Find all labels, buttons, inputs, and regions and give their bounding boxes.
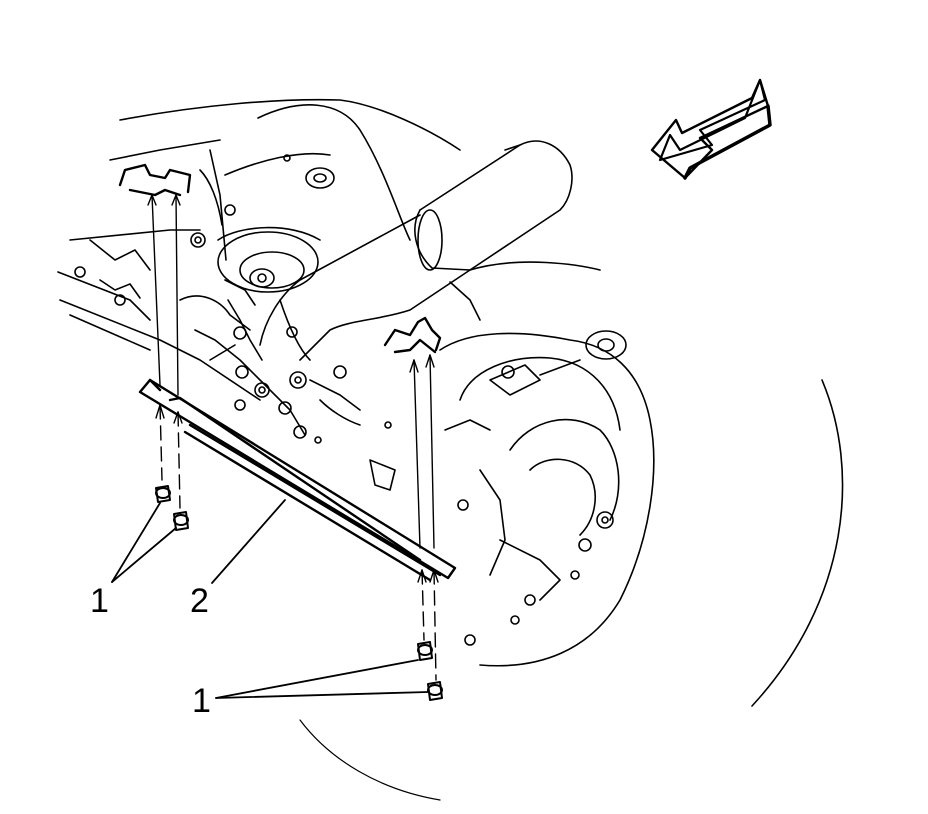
- alignment-lines-right: [410, 355, 438, 680]
- left-bracket: [120, 165, 190, 195]
- bolt-left-lower: [174, 512, 188, 530]
- bolt-left-upper: [156, 486, 170, 502]
- bolt-right-lower: [428, 682, 442, 700]
- right-bracket: [385, 318, 440, 352]
- tire-outline: [300, 380, 843, 800]
- frame-rail: [58, 100, 460, 400]
- wheel-hub: [440, 331, 654, 666]
- leader-lines: [112, 500, 428, 698]
- brace-bar: [140, 380, 455, 580]
- callout-fastener-lower: 1: [192, 682, 211, 720]
- callout-fastener: 1: [90, 582, 109, 620]
- suspension-cluster: [180, 280, 395, 490]
- callout-brace: 2: [190, 582, 209, 620]
- shock-tower: [218, 105, 410, 360]
- bolt-right-upper: [418, 642, 432, 660]
- axle-shaft: [260, 141, 600, 360]
- direction-arrow-icon: [652, 80, 770, 178]
- alignment-lines-left: [148, 195, 182, 508]
